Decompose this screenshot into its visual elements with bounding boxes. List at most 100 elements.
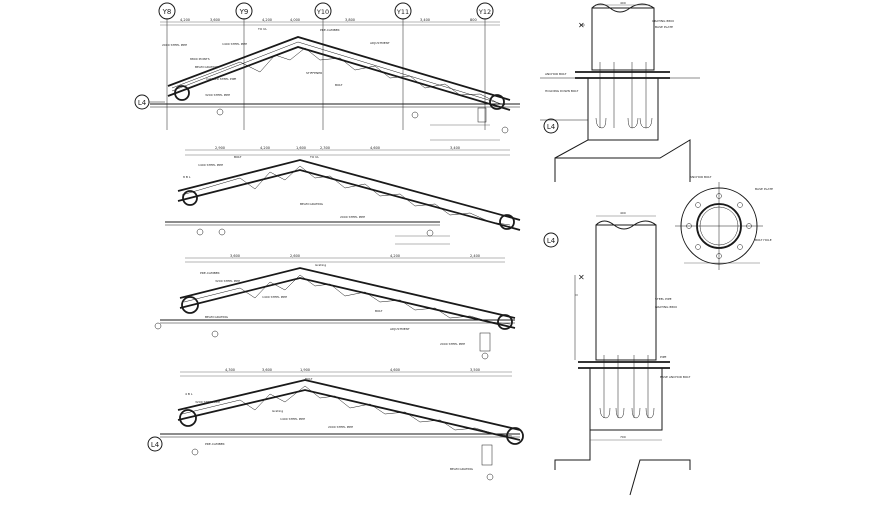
truss4-note-0: 4 B L <box>185 392 193 396</box>
truss1-dim-0: 4,200 <box>180 18 190 22</box>
truss1-dim-6: 800 <box>470 18 477 22</box>
truss3-note-2: 1400 STEEL PIPE <box>262 295 287 299</box>
truss2-note-2: BOLT <box>234 155 242 159</box>
truss-elevation-1: 4,200 3,600 4,200 4,000 3,800 3,400 800 … <box>150 18 520 141</box>
truss2-top-dims: 2,900 4,200 1,600 2,300 4,600 3,400 <box>215 146 460 150</box>
column-top-note-0: GRATING 8800 <box>652 19 674 23</box>
truss1-dim-3: 4,000 <box>290 18 300 22</box>
truss2-dim-3: 2,300 <box>320 146 330 150</box>
truss1-note-8: BOLT <box>335 83 343 87</box>
truss1-dim-4: 3,800 <box>345 18 355 22</box>
column-bottom-note-2: BASE ANCHOR BOLT <box>660 375 691 379</box>
truss-elevation-2: 2,900 4,200 1,600 2,300 4,600 3,400 1400… <box>165 146 521 245</box>
truss2-dim-5: 3,400 <box>450 146 460 150</box>
truss1-dim-2: 4,200 <box>262 18 272 22</box>
column-label-lower-text: L4 <box>547 237 556 245</box>
grid-bubble-y10: Y10 <box>314 2 332 130</box>
column-bottom-note-3: PIPE <box>660 355 667 359</box>
column-top-note-1: ANCHOR BOLT <box>545 72 567 76</box>
truss4-dim-2: 1,900 <box>300 368 310 372</box>
truss4-note-4: Grating <box>272 409 283 413</box>
truss4-dim-1: 3,600 <box>262 368 272 372</box>
plan-note-2: BOLT HOLE <box>755 238 772 242</box>
column-bottom-note-1: GRATING 8800 <box>655 305 677 309</box>
truss2-note-1: 8 B L <box>183 175 191 179</box>
truss3-note-4: BOLT <box>375 309 383 313</box>
truss4-note-2: BOLT <box>305 377 313 381</box>
truss-elevation-4: 4,300 3,600 1,900 4,600 3,500 L4 4 B L 3… <box>147 368 524 481</box>
truss1-note-5: 8800 POINTS <box>190 57 210 61</box>
truss3-dim-0: 3,600 <box>230 254 240 258</box>
truss4-dim-0: 4,300 <box>225 368 235 372</box>
level-tag-text: L4 <box>138 99 147 107</box>
truss4-note-5: 1400 STEEL PIPE <box>280 417 305 421</box>
column-label-text: L4 <box>547 123 556 131</box>
column-bottom-notes: STEEL PIPE GRATING 8800 BASE ANCHOR BOLT… <box>655 297 691 379</box>
truss2-note-4: BEAM GRATING <box>300 202 324 206</box>
level-tag-lower: L4 <box>147 436 163 452</box>
truss4-top-dims: 4,300 3,600 1,900 4,600 3,500 <box>225 368 480 372</box>
truss1-note-7: STIFFENER <box>306 71 322 75</box>
grid-bubbles: Y8 Y9 Y10 Y11 Y12 <box>158 2 494 130</box>
plan-note-0: ANCHOR BOLT <box>690 175 712 179</box>
truss3-dim-1: 2,600 <box>290 254 300 258</box>
truss3-note-5: ADJUSTMENT <box>390 327 410 331</box>
truss1-note-6: BEAM GRATING <box>195 65 219 69</box>
truss1-note-4: ADJUSTMENT <box>370 41 390 45</box>
truss1-note-3: PRE-CAMBER <box>320 28 340 32</box>
truss2-dim-0: 2,900 <box>215 146 225 150</box>
plan-note-1: BASE PLATE <box>755 187 773 191</box>
truss3-dim-3: 2,400 <box>470 254 480 258</box>
column-base-detail-bottom: STEEL PIPE GRATING 8800 BASE ANCHOR BOLT… <box>543 1 691 496</box>
grid-label-y12: Y12 <box>478 8 491 16</box>
grid-label-y8: Y8 <box>162 8 172 16</box>
truss1-top-dims: 4,200 3,600 4,200 4,000 3,800 3,400 800 <box>180 18 477 22</box>
grid-bubble-y9: Y9 <box>235 2 253 130</box>
truss1-note-9: CAMBER STEEL PIPE <box>206 77 236 81</box>
truss1-note-10: 3200 STEEL PIPE <box>205 93 230 97</box>
truss2-dim-2: 1,600 <box>296 146 306 150</box>
truss2-note-3: TO UL <box>309 155 319 159</box>
column-dim-0: 400 <box>620 211 626 215</box>
column-label-lower: L4 <box>543 232 559 248</box>
column-marker-x: ✕ <box>578 21 585 30</box>
truss3-note-7: BEAM GRATING <box>205 315 229 319</box>
truss4-note-6: BEAM GRATING <box>450 467 474 471</box>
level-tag-lower-text: L4 <box>151 441 160 449</box>
column-marker-x-lower: ✕ <box>578 273 585 282</box>
column-top-note-3: BASE PLATE <box>655 25 673 29</box>
grid-bubble-y8: Y8 <box>158 2 176 130</box>
truss1-dim-5: 3,400 <box>420 18 430 22</box>
column-dims: 400 700 400 <box>620 1 626 439</box>
truss4-note-1: 3200 STEEL PIPE <box>195 400 220 404</box>
truss3-note-6: 2000 STEEL PIPE <box>440 342 465 346</box>
truss1-note-1: 1400 STEEL PIPE <box>222 42 247 46</box>
column-dim-2: 400 <box>620 1 626 5</box>
grid-bubble-y12: Y12 <box>476 2 494 130</box>
truss3-dim-2: 4,200 <box>390 254 400 258</box>
base-plate-plan: ANCHOR BOLT BASE PLATE BOLT HOLE <box>675 175 773 270</box>
truss3-note-1: 3200 STEEL PIPE <box>215 279 240 283</box>
truss2-dim-1: 4,200 <box>260 146 270 150</box>
column-base-detail-top: GRATING 8800 ANCHOR BOLT HOLDING DOWN BO… <box>540 3 700 182</box>
grid-label-y9: Y9 <box>239 8 249 16</box>
truss3-note-3: Grating <box>315 263 326 267</box>
truss-elevation-3: 3,600 2,600 4,200 2,400 PRE-CAMBER 3200 … <box>154 254 516 360</box>
grid-label-y10: Y10 <box>316 8 329 16</box>
truss2-dim-4: 4,600 <box>370 146 380 150</box>
level-tag-left: L4 <box>134 94 165 110</box>
truss1-note-0: 2000 STEEL PIPE <box>162 43 187 47</box>
truss4-notes: 4 B L 3200 STEEL PIPE BOLT 2000 STEEL PI… <box>185 377 474 471</box>
truss4-note-7: PRE-CAMBER <box>205 442 225 446</box>
column-top-notes: GRATING 8800 ANCHOR BOLT HOLDING DOWN BO… <box>545 19 674 93</box>
truss2-note-5: 2000 STEEL PIPE <box>340 215 365 219</box>
truss1-dim-1: 3,600 <box>210 18 220 22</box>
grid-label-y11: Y11 <box>396 8 409 16</box>
truss4-note-3: 2000 STEEL PIPE <box>328 425 353 429</box>
truss1-notes: 2000 STEEL PIPE 1400 STEEL PIPE TO UL PR… <box>162 27 390 97</box>
truss3-note-0: PRE-CAMBER <box>200 271 220 275</box>
plan-notes: ANCHOR BOLT BASE PLATE BOLT HOLE <box>690 175 773 242</box>
truss1-note-2: TO UL <box>257 27 267 31</box>
truss4-dim-4: 3,500 <box>470 368 480 372</box>
column-label: L4 <box>543 118 559 134</box>
